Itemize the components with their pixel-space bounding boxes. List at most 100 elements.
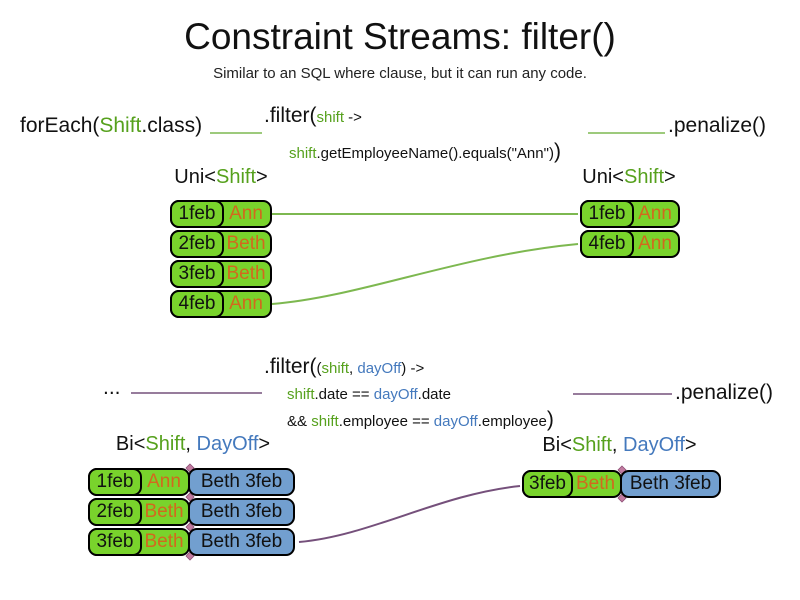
shift-employee-cell: Beth bbox=[144, 531, 184, 552]
code-cond2-var2: dayOff bbox=[433, 413, 478, 430]
code-filter2-open: .filter( bbox=[264, 355, 317, 378]
table-row: 3feb Beth Beth 3feb bbox=[88, 528, 295, 556]
uni-left-type: Shift bbox=[215, 166, 257, 188]
uni-left-post: > bbox=[256, 166, 268, 188]
bi-right-sep: , bbox=[611, 434, 624, 456]
bi-left-label: Bi<Shift, DayOff> bbox=[88, 433, 298, 456]
dayoff-cell: Beth 3feb bbox=[188, 528, 295, 556]
table-row: 2feb Beth Beth 3feb bbox=[88, 498, 295, 526]
uni-right-table: 1feb Ann 4feb Ann bbox=[580, 200, 680, 258]
bi-right-type2: DayOff bbox=[623, 434, 685, 456]
code-cond1-var2: dayOff bbox=[373, 386, 418, 403]
shift-date-cell: 1feb bbox=[88, 468, 142, 496]
shift-employee-cell: Beth bbox=[226, 263, 266, 284]
uni-left-label: Uni<Shift> bbox=[168, 166, 274, 189]
uni-right-post: > bbox=[664, 166, 676, 188]
page-title: Constraint Streams: filter() bbox=[184, 16, 616, 57]
bi-right-type1: Shift bbox=[571, 434, 612, 456]
shift-date-cell: 1feb bbox=[170, 200, 224, 228]
code-filter2-paren: ( bbox=[316, 360, 322, 377]
bi-right-label: Bi<Shift, DayOff> bbox=[512, 434, 727, 457]
shift-date-cell: 2feb bbox=[88, 498, 142, 526]
bi-left-table: 1feb Ann Beth 3feb 2feb Beth Beth 3feb 3… bbox=[88, 468, 295, 556]
dayoff-cell: Beth 3feb bbox=[620, 470, 721, 498]
code-cond1-var: shift bbox=[287, 386, 315, 403]
bi-left-sep: , bbox=[185, 433, 197, 455]
code-filter2-arrow: -> bbox=[406, 360, 425, 377]
code-filter1-param: shift bbox=[316, 109, 345, 126]
table-row: 4feb Ann bbox=[580, 230, 680, 258]
uni-right-label: Uni<Shift> bbox=[578, 166, 680, 189]
code-filter2-param2: dayOff bbox=[357, 360, 402, 377]
table-row: 2feb Beth bbox=[170, 230, 272, 258]
code-cond2-var: shift bbox=[311, 413, 339, 430]
bi-right-pre: Bi< bbox=[542, 434, 572, 456]
code-filter1-line2: shift.getEmployeeName().equals("Ann")) bbox=[289, 140, 561, 164]
code-foreach-post: .class) bbox=[141, 114, 203, 137]
shift-employee-cell: Ann bbox=[147, 471, 181, 492]
code-filter1-body-var: shift bbox=[289, 145, 317, 162]
table-row: 3feb Beth Beth 3feb bbox=[522, 470, 721, 498]
uni-right-pre: Uni< bbox=[582, 166, 624, 188]
bi-left-post: > bbox=[258, 433, 271, 455]
bi-left-pre: Bi< bbox=[115, 433, 146, 455]
table-row: 4feb Ann bbox=[170, 290, 272, 318]
table-row: 3feb Beth bbox=[170, 260, 272, 288]
code-foreach-pre: forEach( bbox=[20, 114, 100, 137]
dayoff-cell: Beth 3feb bbox=[188, 498, 295, 526]
code-filter1-open: .filter( bbox=[264, 104, 317, 127]
bi-left-type1: Shift bbox=[145, 433, 186, 455]
code-ellipsis: ... bbox=[103, 376, 121, 399]
bi-shift-part: 1feb Ann bbox=[88, 468, 190, 496]
code-cond2-rest: .employee bbox=[477, 413, 547, 430]
code-filter2-sep: , bbox=[349, 360, 358, 377]
shift-date-cell: 1feb bbox=[580, 200, 634, 228]
uni-right-type: Shift bbox=[623, 166, 665, 188]
code-cond1-op: .date == bbox=[314, 386, 374, 403]
shift-date-cell: 3feb bbox=[522, 470, 573, 498]
shift-employee-cell: Beth bbox=[144, 501, 184, 522]
code-filter2-param1: shift bbox=[321, 360, 350, 377]
shift-date-cell: 4feb bbox=[580, 230, 634, 258]
code-foreach: forEach(Shift.class) bbox=[20, 114, 202, 138]
table-row: 1feb Ann Beth 3feb bbox=[88, 468, 295, 496]
dayoff-cell: Beth 3feb bbox=[188, 468, 295, 496]
shift-date-cell: 2feb bbox=[170, 230, 224, 258]
code-filter1-close: ) bbox=[553, 140, 561, 163]
page-subtitle: Similar to an SQL where clause, but it c… bbox=[213, 65, 587, 82]
bi-left-type2: DayOff bbox=[196, 433, 259, 455]
code-cond1-rest: .date bbox=[417, 386, 452, 403]
shift-date-cell: 3feb bbox=[170, 260, 224, 288]
code-filter1-arrow: -> bbox=[344, 109, 362, 126]
code-cond2-prefix: && bbox=[287, 413, 312, 430]
uni-left-table: 1feb Ann 2feb Beth 3feb Beth 4feb Ann bbox=[170, 200, 272, 318]
shift-employee-cell: Beth bbox=[575, 473, 616, 494]
bi-shift-part: 3feb Beth bbox=[88, 528, 190, 556]
curve-bi-row-match bbox=[298, 485, 521, 543]
code-penalize-top: .penalize() bbox=[668, 114, 767, 137]
curve-row-4feb-match bbox=[271, 243, 579, 305]
bi-right-post: > bbox=[684, 434, 697, 456]
code-filter1-body-rest: .getEmployeeName().equals("Ann") bbox=[316, 145, 554, 162]
shift-employee-cell: Ann bbox=[229, 203, 263, 224]
code-filter1-line1: .filter(shift -> bbox=[264, 104, 362, 128]
shift-employee-cell: Ann bbox=[638, 233, 672, 254]
uni-left-pre: Uni< bbox=[174, 166, 216, 188]
code-filter2-line1: .filter((shift, dayOff) -> bbox=[264, 355, 424, 379]
shift-employee-cell: Ann bbox=[229, 293, 263, 314]
code-foreach-type: Shift bbox=[99, 114, 142, 137]
bi-shift-part: 2feb Beth bbox=[88, 498, 190, 526]
shift-date-cell: 3feb bbox=[88, 528, 142, 556]
code-penalize-bottom: .penalize() bbox=[675, 381, 774, 404]
bi-shift-part: 3feb Beth bbox=[522, 470, 622, 498]
code-filter2-close-paren: ) bbox=[401, 360, 407, 377]
bi-right-table: 3feb Beth Beth 3feb bbox=[522, 470, 721, 498]
shift-date-cell: 4feb bbox=[170, 290, 224, 318]
code-filter2-line2: shift.date == dayOff.date bbox=[287, 386, 451, 403]
shift-employee-cell: Ann bbox=[638, 203, 672, 224]
shift-employee-cell: Beth bbox=[226, 233, 266, 254]
code-filter2-line3: && shift.employee == dayOff.employee) bbox=[287, 408, 554, 432]
code-cond2-op: .employee == bbox=[338, 413, 434, 430]
table-row: 1feb Ann bbox=[170, 200, 272, 228]
